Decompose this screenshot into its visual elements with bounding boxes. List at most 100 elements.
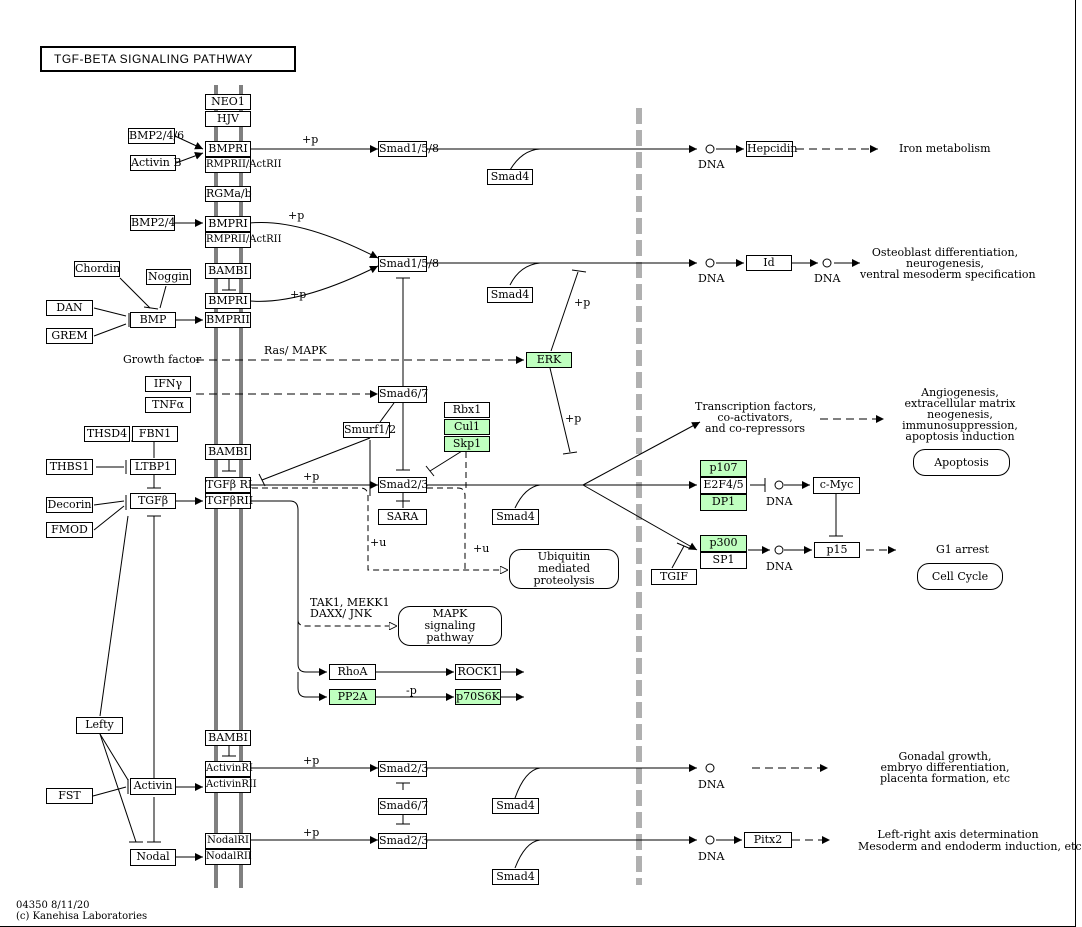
gene-dp1[interactable]: DP1 — [700, 494, 747, 511]
gene-erk[interactable]: ERK — [526, 352, 572, 368]
gene-rgma[interactable]: RGMa/b — [205, 186, 252, 202]
gene-smad23-b[interactable]: Smad2/3 — [378, 761, 429, 777]
label-daxx: DAXX/ JNK — [310, 607, 372, 620]
gene-smad158-a[interactable]: Smad1/5/8 — [378, 141, 439, 157]
gene-smurf12[interactable]: Smurf1/2 — [343, 422, 397, 438]
gene-smad67-a[interactable]: Smad6/7 — [378, 386, 428, 403]
gene-bmp24[interactable]: BMP2/4 — [130, 215, 176, 231]
label-iron-metabolism: Iron metabolism — [899, 142, 991, 155]
gene-tgfbrii[interactable]: TGFβRII — [205, 493, 254, 509]
gene-nodal[interactable]: Nodal — [130, 849, 176, 866]
label-dna: DNA — [814, 272, 841, 285]
gene-bambi-3[interactable]: BAMBI — [205, 730, 251, 746]
gene-smad67-b[interactable]: Smad6/7 — [378, 798, 428, 815]
gene-rmprii-b[interactable]: RMPRII/ActRII — [205, 232, 282, 248]
gene-grem[interactable]: GREM — [46, 328, 93, 344]
gene-activinri[interactable]: ActivinRI — [205, 761, 253, 777]
gene-smad4-d[interactable]: Smad4 — [492, 798, 539, 814]
label-dna: DNA — [698, 272, 725, 285]
pathway-mapk-signaling[interactable]: MAPK signaling pathway — [398, 606, 502, 646]
label-osteoblast-2: neurogenesis, — [905, 257, 984, 270]
gene-bmpri-c[interactable]: BMPRI — [205, 293, 251, 309]
gene-skp1[interactable]: Skp1 — [444, 436, 490, 452]
label-growth-factor: Growth factor — [123, 353, 202, 366]
gene-tgfbri[interactable]: TGFβ RI — [205, 477, 253, 493]
gene-p15[interactable]: p15 — [814, 542, 860, 558]
gene-dan[interactable]: DAN — [46, 300, 93, 316]
label-phosphorylation: +p — [303, 470, 320, 483]
gene-sara[interactable]: SARA — [378, 509, 427, 525]
gene-noggin[interactable]: Noggin — [146, 269, 191, 285]
label-angio-2: extracellular matrix — [904, 397, 1016, 410]
gene-rhoa[interactable]: RhoA — [329, 664, 376, 680]
gene-activin-b[interactable]: Activin B — [130, 155, 182, 171]
gene-nodalrii[interactable]: NodalRII — [205, 849, 252, 865]
gene-smad4-c[interactable]: Smad4 — [492, 509, 539, 525]
gene-pitx2[interactable]: Pitx2 — [744, 832, 792, 848]
gene-bmp246[interactable]: BMP2/4/6 — [128, 128, 185, 144]
gene-hjv[interactable]: HJV — [205, 111, 251, 127]
gene-bmpri-a[interactable]: BMPRI — [205, 141, 251, 157]
footer-map-code: 04350 8/11/20 — [16, 900, 90, 911]
label-phosphorylation: +p — [288, 209, 305, 222]
gene-bmprii-c[interactable]: BMPRII — [205, 312, 251, 328]
gene-rbx1[interactable]: Rbx1 — [444, 402, 490, 418]
gene-p70s6k[interactable]: p70S6K — [455, 689, 501, 705]
gene-fst[interactable]: FST — [46, 788, 93, 804]
gene-e2f45[interactable]: E2F4/5 — [700, 477, 747, 494]
gene-bmpri-b[interactable]: BMPRI — [205, 216, 251, 232]
label-phosphorylation: +p — [574, 296, 591, 309]
gene-id[interactable]: Id — [746, 255, 792, 271]
gene-activinrii[interactable]: ActivinRII — [205, 777, 257, 793]
gene-pp2a[interactable]: PP2A — [329, 689, 376, 705]
pathway-ubiquitin-proteolysis[interactable]: Ubiquitin mediated proteolysis — [509, 549, 619, 589]
label-dephosphorylation: -p — [406, 684, 417, 697]
label-phosphorylation: +p — [290, 288, 307, 301]
gene-ifng[interactable]: IFNγ — [145, 376, 191, 392]
gene-c-myc[interactable]: c-Myc — [813, 477, 860, 494]
gene-bambi-2[interactable]: BAMBI — [205, 444, 251, 460]
label-phosphorylation: +p — [302, 133, 319, 146]
gene-chordin[interactable]: Chordin — [74, 261, 121, 277]
label-tf-2: co-activators, — [717, 411, 793, 424]
gene-smad23-c[interactable]: Smad2/3 — [378, 833, 429, 849]
gene-smad23-a[interactable]: Smad2/3 — [378, 477, 429, 493]
gene-sp1[interactable]: SP1 — [700, 552, 747, 569]
pathway-cell-cycle[interactable]: Cell Cycle — [917, 563, 1003, 590]
gene-lefty[interactable]: Lefty — [76, 717, 123, 734]
label-left-right-2: Mesoderm and endoderm induction, etc — [858, 840, 1082, 853]
gene-hepcidin[interactable]: Hepcidin — [746, 141, 798, 157]
gene-thsd4[interactable]: THSD4 — [84, 426, 130, 442]
gene-bmp[interactable]: BMP — [130, 312, 176, 328]
gene-fbn1[interactable]: FBN1 — [132, 426, 178, 442]
gene-rock1[interactable]: ROCK1 — [455, 664, 501, 680]
gene-rmprii-a[interactable]: RMPRII/ActRII — [205, 157, 282, 173]
label-angio-4: immunosuppression, — [902, 419, 1018, 432]
gene-activin[interactable]: Activin — [130, 778, 176, 795]
gene-p107[interactable]: p107 — [700, 460, 747, 477]
label-phosphorylation: +p — [303, 826, 320, 839]
label-gonadal-1: Gonadal growth, — [898, 750, 992, 763]
gene-tgfb[interactable]: TGFβ — [130, 493, 176, 509]
gene-neo1[interactable]: NEO1 — [205, 94, 251, 110]
gene-smad158-b[interactable]: Smad1/5/8 — [378, 256, 439, 272]
gene-tnfa[interactable]: TNFα — [145, 397, 191, 413]
pathway-apoptosis[interactable]: Apoptosis — [913, 449, 1010, 476]
label-osteoblast-1: Osteoblast differentiation, — [871, 246, 1019, 259]
gene-smad4-a[interactable]: Smad4 — [487, 169, 533, 185]
gene-bambi-1[interactable]: BAMBI — [205, 263, 251, 279]
label-dna: DNA — [698, 850, 725, 863]
label-phosphorylation: +p — [303, 754, 320, 767]
gene-ltbp1[interactable]: LTBP1 — [130, 459, 176, 475]
gene-p300[interactable]: p300 — [700, 535, 747, 552]
gene-decorin[interactable]: Decorin — [46, 497, 93, 513]
gene-thbs1[interactable]: THBS1 — [46, 459, 93, 475]
gene-nodalri[interactable]: NodalRI — [205, 833, 251, 849]
label-gonadal-3: placenta formation, etc — [880, 772, 1011, 785]
gene-smad4-b[interactable]: Smad4 — [487, 287, 533, 303]
gene-fmod[interactable]: FMOD — [46, 522, 93, 538]
gene-tgif[interactable]: TGIF — [651, 569, 697, 585]
gene-cul1[interactable]: Cul1 — [444, 419, 490, 435]
gene-smad4-e[interactable]: Smad4 — [492, 869, 539, 885]
